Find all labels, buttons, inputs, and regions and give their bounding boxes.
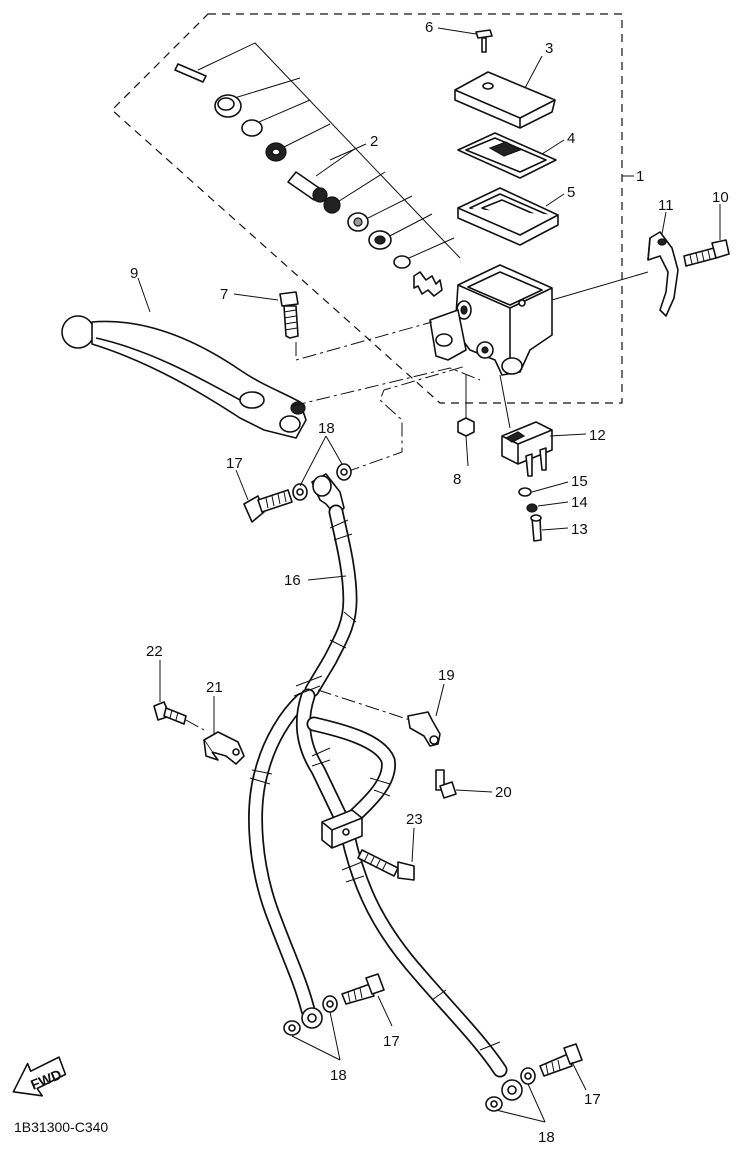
callout-6: 6 xyxy=(425,19,433,36)
upper-brake-hose xyxy=(304,504,358,698)
banjo-alignment xyxy=(345,365,467,473)
pivot-bolt xyxy=(279,291,299,339)
push-rod xyxy=(174,63,207,83)
lower-right-banjo xyxy=(485,1067,536,1112)
callout-9: 9 xyxy=(130,265,138,282)
callout-12: 12 xyxy=(589,427,606,444)
callout-23: 23 xyxy=(406,811,423,828)
callout-3: 3 xyxy=(545,40,553,57)
lower-left-banjo-bolt xyxy=(341,973,385,1005)
callout-18-left: 18 xyxy=(330,1067,347,1084)
diagram-code: 1B31300-C340 xyxy=(14,1119,108,1135)
callout-7: 7 xyxy=(220,286,228,303)
joint-bolt xyxy=(357,849,415,881)
piston-kit-group xyxy=(174,42,461,297)
callout-4: 4 xyxy=(567,130,575,147)
spring-seat xyxy=(393,255,411,269)
callout-14: 14 xyxy=(571,494,588,511)
switch-screw xyxy=(530,514,542,542)
clamp-bolt xyxy=(683,239,730,267)
spring xyxy=(413,271,443,297)
handlebar-clamp xyxy=(647,231,679,317)
callout-11: 11 xyxy=(658,197,674,214)
callout-19: 19 xyxy=(438,667,455,684)
reservoir-cover-group xyxy=(454,29,559,246)
callout-21: 21 xyxy=(206,679,223,696)
brake-lever xyxy=(61,315,307,439)
callout-22: 22 xyxy=(146,643,163,660)
three-way-joint xyxy=(321,809,363,849)
brake-light-switch xyxy=(501,421,553,477)
hose-clamp xyxy=(203,731,245,765)
switch-lock-washer xyxy=(526,503,538,513)
callout-17-upper: 17 xyxy=(226,455,243,472)
master-cylinder-body xyxy=(429,264,553,376)
cover-screw xyxy=(475,29,493,39)
guide-bolt xyxy=(435,769,457,799)
leader-lines xyxy=(137,27,721,1123)
clamp-bolt-22 xyxy=(153,701,187,725)
callout-1: 1 xyxy=(636,168,644,185)
assembly-boundary xyxy=(111,13,623,404)
switch-washer xyxy=(518,487,532,497)
callout-5: 5 xyxy=(567,184,575,201)
pivot-nut xyxy=(457,417,475,437)
upper-banjo-bolt xyxy=(243,489,293,523)
callout-16: 16 xyxy=(284,572,301,589)
callout-18-upper: 18 xyxy=(318,420,335,437)
callout-10: 10 xyxy=(712,189,729,206)
callout-15: 15 xyxy=(571,473,588,490)
callout-8: 8 xyxy=(453,471,461,488)
fwd-arrow: FWD xyxy=(12,1056,67,1097)
hose-guide xyxy=(407,711,441,747)
callout-13: 13 xyxy=(571,521,588,538)
callout-labels: 1 2 3 4 5 6 7 8 9 10 11 12 15 14 13 16 1… xyxy=(130,19,729,1146)
lower-brake-hoses xyxy=(248,675,508,1078)
callout-20: 20 xyxy=(495,784,512,801)
lower-right-banjo-bolt xyxy=(539,1043,583,1077)
circlip xyxy=(241,119,263,137)
callout-17-right: 17 xyxy=(584,1091,601,1108)
callout-18-right: 18 xyxy=(538,1129,555,1146)
callout-17-left: 17 xyxy=(383,1033,400,1050)
callout-2: 2 xyxy=(370,133,378,150)
lower-left-banjo xyxy=(283,995,338,1036)
